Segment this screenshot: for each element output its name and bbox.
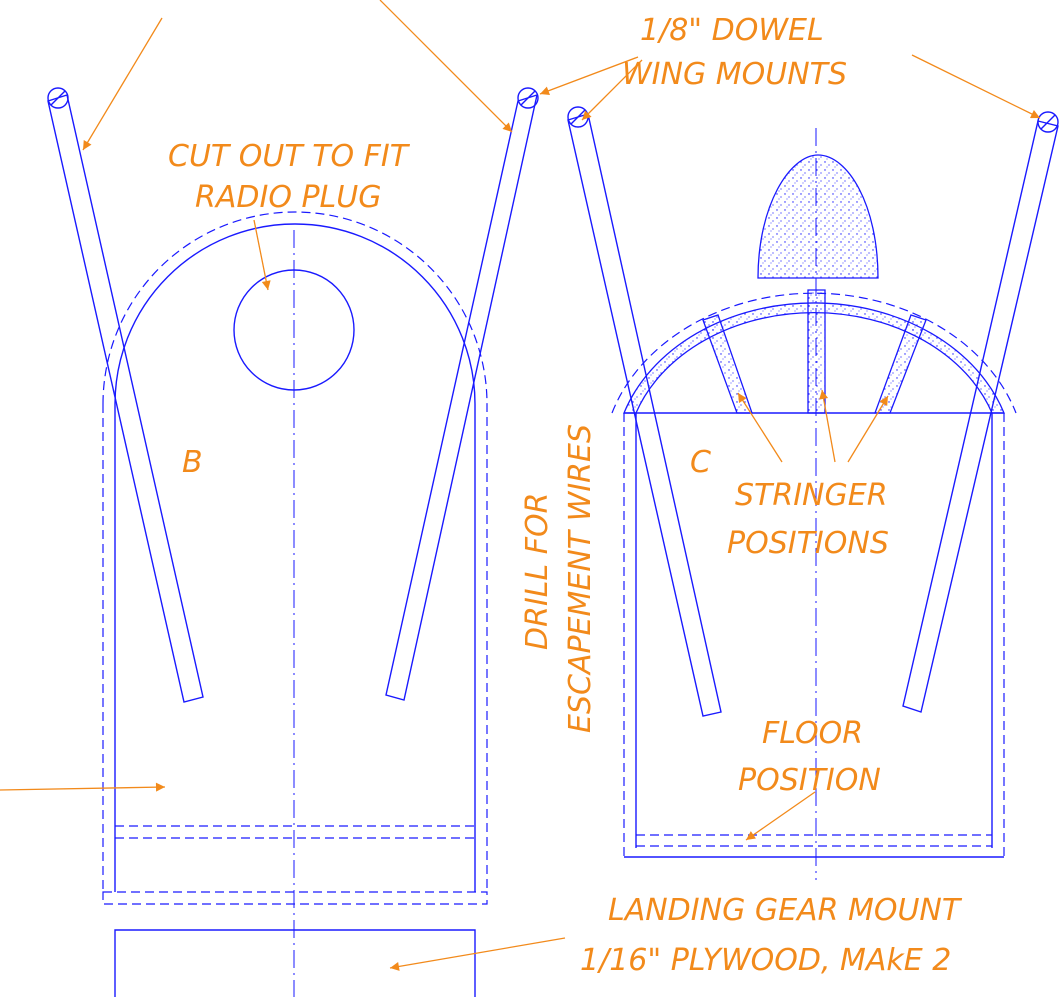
stringer-note-line2: POSITIONS <box>727 526 889 561</box>
former-b-left-dowel <box>47 94 204 703</box>
cutout-note-line1: CUT OUT TO FIT <box>168 139 411 174</box>
landing-gear-mount-outline <box>114 929 476 997</box>
former-c-right-dowel <box>902 120 1059 713</box>
landing-note-line2: 1/16" PLYWOOD, MAkE 2 <box>580 943 951 978</box>
cutout-note-line2: RADIO PLUG <box>195 180 381 215</box>
dowel-note-line2: WING MOUNTS <box>622 57 847 92</box>
former-c-left-dowel <box>567 113 722 717</box>
dowel-note-line1: 1/8" DOWEL <box>640 13 824 48</box>
former-c-right-dowel-end <box>1037 111 1059 133</box>
former-b <box>47 87 539 997</box>
stringer-right <box>874 314 927 414</box>
former-b-right-dowel <box>385 93 538 701</box>
former-c <box>567 106 1059 880</box>
drill-note-line1: DRILL FOR <box>520 493 555 650</box>
former-b-bottom-strip <box>102 891 488 905</box>
former-b-right-dowel-end <box>517 87 539 109</box>
part-label-b: B <box>182 445 203 480</box>
stringer-left <box>702 314 753 414</box>
former-c-headrest <box>757 154 879 279</box>
leader-lines <box>0 0 1041 971</box>
floor-note-line1: FLOOR <box>762 716 863 751</box>
former-b-left-dowel-end <box>47 87 69 109</box>
drill-note-line2: ESCAPEMENT WIRES <box>563 424 598 733</box>
stringer-note-line1: STRINGER <box>735 478 888 513</box>
former-b-outline <box>114 223 476 892</box>
part-label-c: C <box>690 445 711 480</box>
floor-note-line2: POSITION <box>738 763 881 798</box>
landing-note-line1: LANDING GEAR MOUNT <box>608 893 963 928</box>
landing-gear-mount <box>114 929 476 997</box>
former-b-dashed-outline <box>102 211 488 892</box>
